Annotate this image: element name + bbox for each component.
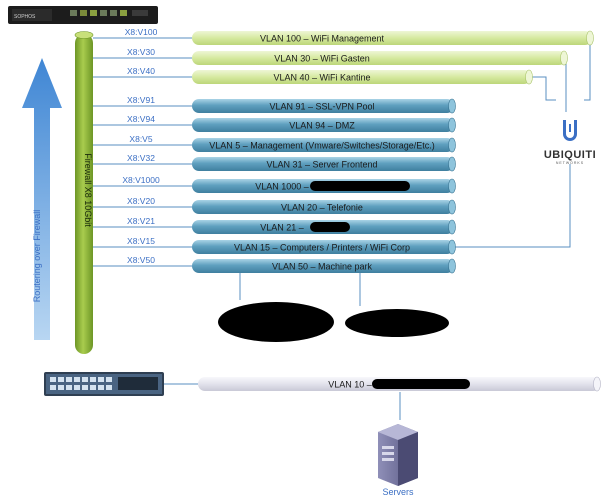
vlan-label: VLAN 20 – Telefonie [281, 203, 363, 213]
firewall-device-text: SOPHOS [14, 14, 36, 20]
vlan-label: VLAN 50 – Machine park [272, 262, 373, 272]
vlan-pipe-body [192, 240, 454, 254]
host-links [239, 272, 401, 420]
ubiquiti-brand: UBIQUITI [544, 149, 596, 161]
vlan-port-label: X8:V30 [127, 47, 155, 57]
vlan-pipe-cap [586, 30, 594, 46]
vlan-label: VLAN 100 – WiFi Management [260, 34, 385, 44]
vlan-pipe-body [192, 99, 454, 113]
vlan-pipe-cap [448, 239, 456, 255]
redaction-mark [372, 379, 470, 389]
vlan-pipe-body [192, 70, 531, 84]
vlan-port-label: X8:V100 [125, 27, 158, 37]
vlan-pipe-body [192, 259, 454, 273]
firewall-pipe [74, 31, 94, 354]
vlan-port-label: X8:V50 [127, 255, 155, 265]
vlan-port-label: X8:V20 [127, 196, 155, 206]
vlan-label: VLAN 15 – Computers / Printers / WiFi Co… [234, 243, 410, 253]
vlan-port-label: X8:V5 [129, 134, 152, 144]
vlan-pipe-cap [448, 137, 456, 153]
vlan-port-label: X8:V40 [127, 66, 155, 76]
core-vlan-pipe-cap [593, 376, 601, 392]
ubiquiti-logo-icon [563, 120, 577, 141]
vlan-label: VLAN 21 – [260, 223, 304, 233]
vlan-port-label: X8:V91 [127, 95, 155, 105]
vlan-label: VLAN 1000 – [255, 182, 309, 192]
vlan-port-label: X8:V32 [127, 153, 155, 163]
vlan-pipe-cap [448, 178, 456, 194]
ubiquiti-sub: NETWORKS [556, 161, 584, 165]
redacted-hosts [218, 302, 449, 342]
vlan-pipe-cap [448, 117, 456, 133]
vlan-port-label: X8:V15 [127, 236, 155, 246]
redaction-mark [310, 222, 350, 232]
servers-label: Servers [382, 487, 414, 497]
vlan-label: VLAN 30 – WiFi Gasten [274, 54, 370, 64]
vlan-port-label: X8:V21 [127, 216, 155, 226]
vlan-pipe-body [192, 200, 454, 214]
firewall-appliance-icon: SOPHOS [8, 6, 158, 24]
vlan-label: VLAN 94 – DMZ [289, 121, 355, 131]
vlan-label: VLAN 40 – WiFi Kantine [273, 73, 370, 83]
vlan-pipe-cap [448, 258, 456, 274]
ubiquiti-links [452, 38, 591, 248]
vlan-pipe-body [192, 51, 566, 65]
redaction-mark [310, 181, 410, 191]
vlan-pipe-body [192, 157, 454, 171]
vlan-port-label: X8:V1000 [122, 175, 160, 185]
vlan-pipe-body [192, 138, 454, 152]
vlan-pipe-cap [525, 69, 533, 85]
vlan-pipe-body [192, 31, 592, 45]
routing-label: Routering over Firewall [32, 210, 42, 303]
vlan-pipe-body [192, 118, 454, 132]
vlan-pipe-cap [448, 156, 456, 172]
vlan-pipe-cap [448, 219, 456, 235]
vlan-label: VLAN 91 – SSL-VPN Pool [269, 102, 374, 112]
vlan-label: VLAN 5 – Management (Vmware/Switches/Sto… [209, 141, 435, 151]
vlan-port-label: X8:V94 [127, 114, 155, 124]
vlan-label: VLAN 31 – Server Frontend [266, 160, 377, 170]
vlan-pipe-cap [560, 50, 568, 66]
routing-arrow-icon [22, 58, 62, 340]
vlan-pipe-cap [448, 98, 456, 114]
firewall-label: Firewall X8 10Gbit [83, 153, 93, 227]
vlan-pipe-cap [448, 199, 456, 215]
server-icon [378, 424, 418, 486]
core-vlan-label: VLAN 10 – [328, 380, 372, 390]
core-switch-icon [44, 372, 164, 396]
